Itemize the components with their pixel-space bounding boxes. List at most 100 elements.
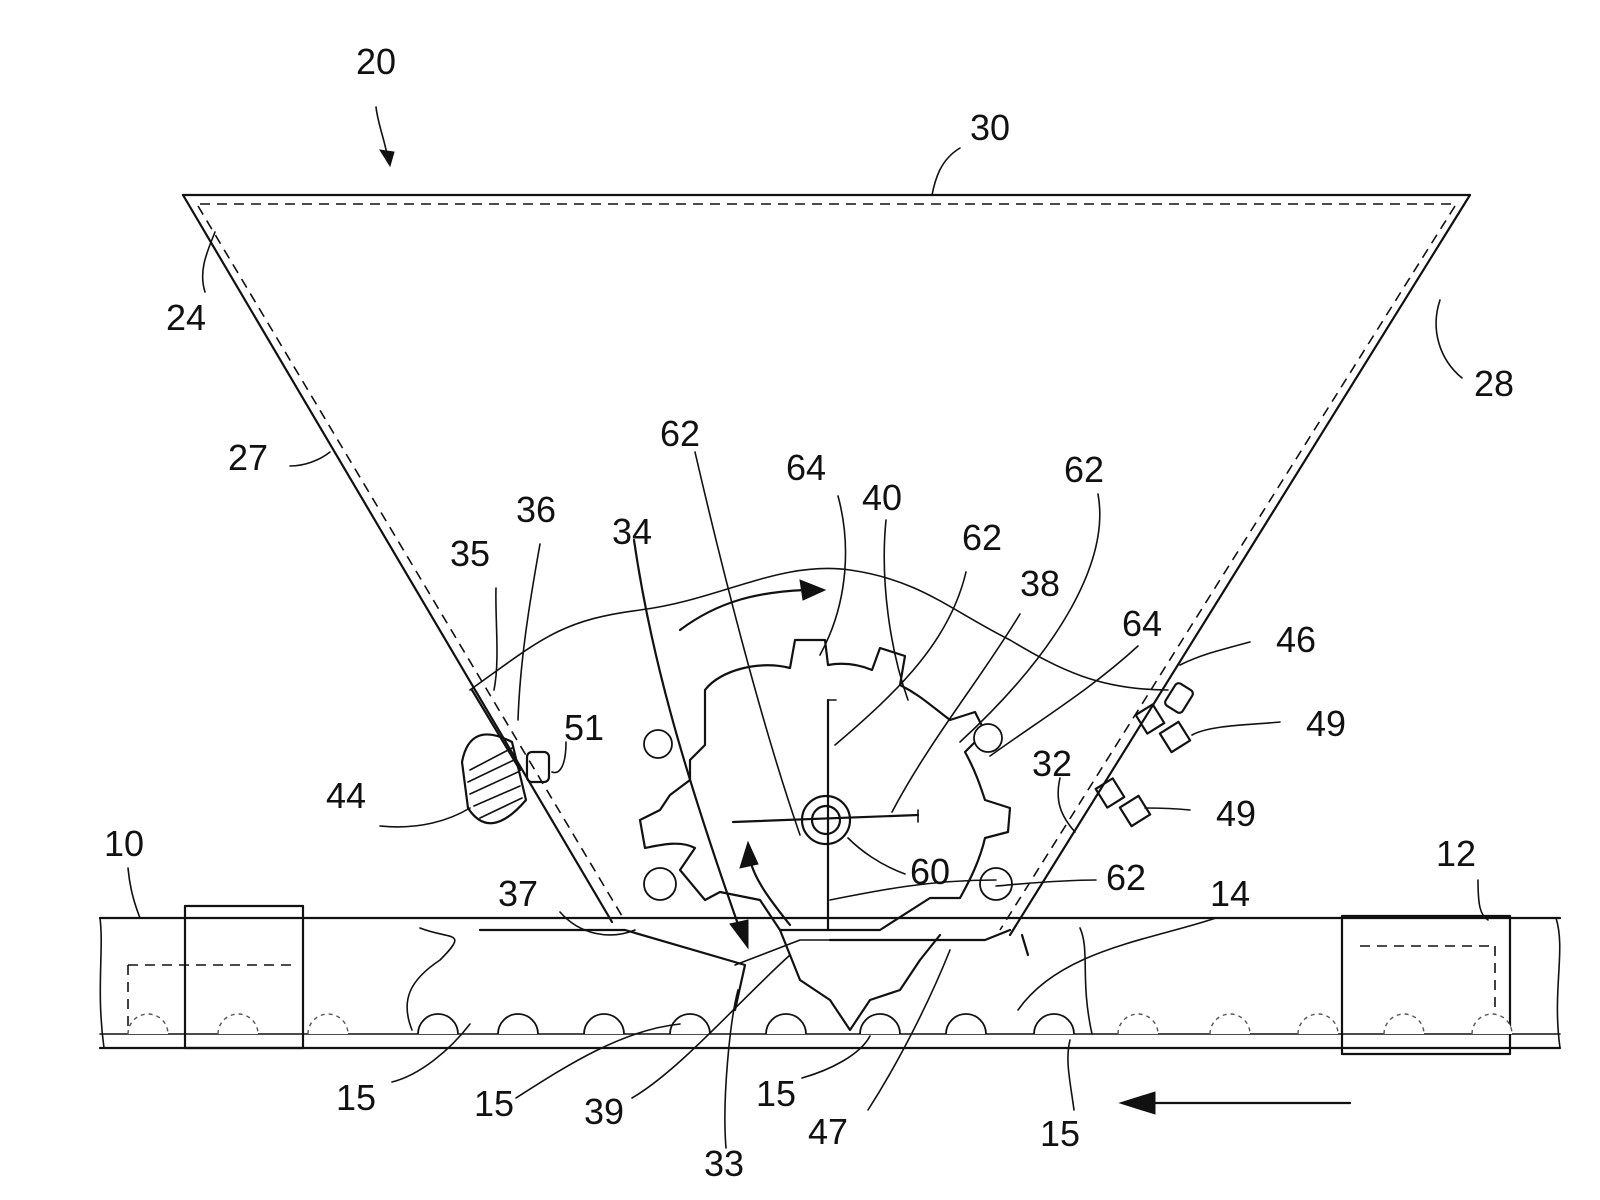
hub-60-inner xyxy=(812,806,840,834)
conveyor-left-break xyxy=(100,918,104,1048)
nut-49-lower xyxy=(1120,796,1150,826)
leader-24 xyxy=(203,232,215,292)
label-15d: 15 xyxy=(1040,1113,1080,1154)
knob-body xyxy=(462,734,526,823)
hopper-left-wall-inner xyxy=(198,206,622,916)
left-gate-plate xyxy=(480,930,745,1010)
leader-44 xyxy=(380,808,470,827)
product-level-line xyxy=(470,568,1168,690)
leader-40 xyxy=(884,520,908,700)
leader-60 xyxy=(848,838,905,874)
right-plate-tip xyxy=(1022,935,1028,955)
pocket xyxy=(1472,1014,1512,1034)
reference-numerals: 20 30 24 28 27 62 64 40 62 62 38 36 35 3… xyxy=(104,41,1514,1184)
label-60: 60 xyxy=(910,851,950,892)
leader-36 xyxy=(518,544,540,720)
conveyor-right-break xyxy=(1556,918,1560,1048)
label-33: 33 xyxy=(704,1143,744,1184)
leader-32 xyxy=(1058,778,1075,832)
label-32: 32 xyxy=(1032,743,1072,784)
nut-49-upper xyxy=(1160,722,1190,752)
star-wheel xyxy=(640,640,1012,1030)
rotation-arrow-top xyxy=(680,590,805,630)
arrowhead-top xyxy=(800,580,825,600)
label-15b: 15 xyxy=(474,1083,514,1124)
label-62a: 62 xyxy=(660,413,700,454)
label-47: 47 xyxy=(808,1111,848,1152)
right-gate-plate xyxy=(830,930,1010,940)
leader-35 xyxy=(494,588,497,690)
pocket xyxy=(1118,1014,1158,1034)
leader-15d xyxy=(1068,1040,1074,1110)
leader-33 xyxy=(725,990,738,1148)
label-62b: 62 xyxy=(962,517,1002,558)
label-49b: 49 xyxy=(1216,793,1256,834)
pocket xyxy=(946,1014,986,1034)
label-38: 38 xyxy=(1020,563,1060,604)
cutaway-right-boundary xyxy=(1080,928,1092,1034)
leader-38 xyxy=(892,614,1020,812)
pocket xyxy=(418,1014,458,1034)
label-14: 14 xyxy=(1210,873,1250,914)
pocket xyxy=(1298,1014,1338,1034)
pocket xyxy=(1384,1014,1424,1034)
pocket xyxy=(128,1014,168,1034)
pocket xyxy=(218,1014,258,1034)
label-37: 37 xyxy=(498,873,538,914)
scoop-pocket xyxy=(644,868,676,900)
leader-14 xyxy=(1018,918,1216,1010)
latch-46 xyxy=(1164,682,1195,715)
pocket xyxy=(584,1014,624,1034)
label-36: 36 xyxy=(516,489,556,530)
label-39: 39 xyxy=(584,1091,624,1132)
label-15a: 15 xyxy=(336,1077,376,1118)
arrowhead-34 xyxy=(730,920,748,948)
label-30: 30 xyxy=(970,107,1010,148)
label-34: 34 xyxy=(612,511,652,552)
leader-62a xyxy=(695,452,800,835)
hopper-left-wall xyxy=(183,195,612,922)
pocket xyxy=(860,1014,900,1034)
label-62d: 62 xyxy=(1106,857,1146,898)
label-20: 20 xyxy=(356,41,396,82)
leader-49b xyxy=(1145,808,1190,810)
conveyor-direction-arrowhead xyxy=(1120,1092,1155,1114)
hopper xyxy=(183,195,1470,935)
label-12: 12 xyxy=(1436,833,1476,874)
leader-12 xyxy=(1478,880,1488,920)
label-49a: 49 xyxy=(1306,703,1346,744)
bolt-49-lower xyxy=(1096,778,1125,807)
pocket xyxy=(1034,1014,1074,1034)
bolt-51 xyxy=(527,752,549,782)
leader-49a xyxy=(1192,722,1280,735)
leader-15b xyxy=(516,1024,680,1098)
star-wheel-outline xyxy=(640,640,1010,930)
pocket xyxy=(498,1014,538,1034)
label-24: 24 xyxy=(166,297,206,338)
leader-10 xyxy=(128,868,140,918)
leader-62b xyxy=(835,572,966,745)
arrowhead-left xyxy=(740,842,758,868)
label-64b: 64 xyxy=(1122,603,1162,644)
conveyor xyxy=(100,906,1560,1054)
adjuster-knob xyxy=(462,690,549,823)
conveyor-pockets xyxy=(128,1014,1512,1034)
label-28: 28 xyxy=(1474,363,1514,404)
leader-20-arrowhead xyxy=(380,150,394,166)
leader-64a xyxy=(820,496,845,655)
label-15c: 15 xyxy=(756,1073,796,1114)
label-40: 40 xyxy=(862,477,902,518)
leader-27 xyxy=(290,452,330,466)
leader-28 xyxy=(1436,300,1462,378)
label-44: 44 xyxy=(326,775,366,816)
lower-gear-teeth xyxy=(780,930,940,1030)
slot-plate-36 xyxy=(472,690,520,770)
spoke-horizontal xyxy=(733,815,918,822)
label-10: 10 xyxy=(104,823,144,864)
label-35: 35 xyxy=(450,533,490,574)
label-46: 46 xyxy=(1276,619,1316,660)
scoop-pocket xyxy=(974,724,1002,752)
label-64a: 64 xyxy=(786,447,826,488)
leader-37 xyxy=(560,912,635,935)
pocket xyxy=(308,1014,348,1034)
